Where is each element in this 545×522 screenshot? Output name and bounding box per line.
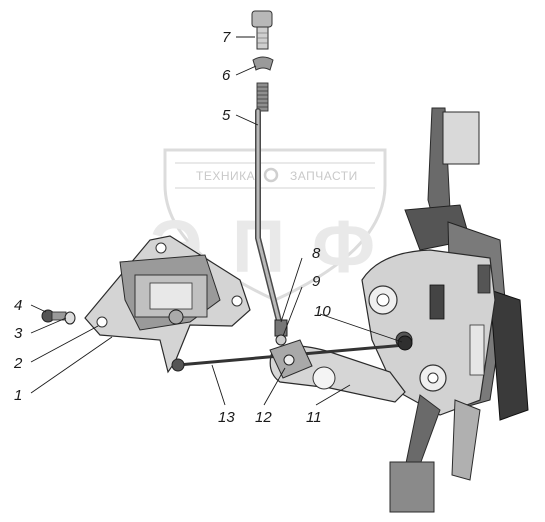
pedal-bracket-assembly (361, 107, 529, 513)
part-pin (397, 335, 413, 351)
callout-8: 8 (312, 245, 321, 262)
part-left-bracket (84, 235, 251, 374)
part-washer-screw (41, 309, 76, 325)
watermark: ТЕХНИКА ЗАПЧАСТИ Э П Ф (150, 148, 387, 302)
watermark-word-right: ЗАПЧАСТИ (290, 169, 358, 183)
watermark-letter-3: Ф (312, 205, 375, 288)
callout-5: 5 (222, 107, 231, 124)
part-rod-end (274, 319, 288, 346)
callout-1: 1 (14, 387, 22, 404)
leader-lines (30, 36, 403, 406)
callout-labels: 7 6 5 8 9 10 4 3 2 1 13 12 11 (13, 29, 331, 426)
part-bolt (251, 10, 273, 50)
callout-7: 7 (222, 29, 231, 46)
callout-13: 13 (218, 409, 235, 426)
watermark-word-left: ТЕХНИКА (196, 169, 255, 183)
callout-9: 9 (312, 273, 321, 290)
part-clip (252, 56, 274, 71)
callout-3: 3 (14, 325, 23, 342)
callout-4: 4 (14, 297, 22, 314)
callout-11: 11 (306, 409, 322, 426)
callout-6: 6 (222, 67, 231, 84)
callout-2: 2 (13, 355, 23, 372)
part-threaded-rod (255, 82, 283, 328)
callout-12: 12 (255, 409, 272, 426)
callout-10: 10 (314, 303, 331, 320)
part-joint (269, 339, 313, 379)
watermark-gear-icon (263, 167, 279, 183)
